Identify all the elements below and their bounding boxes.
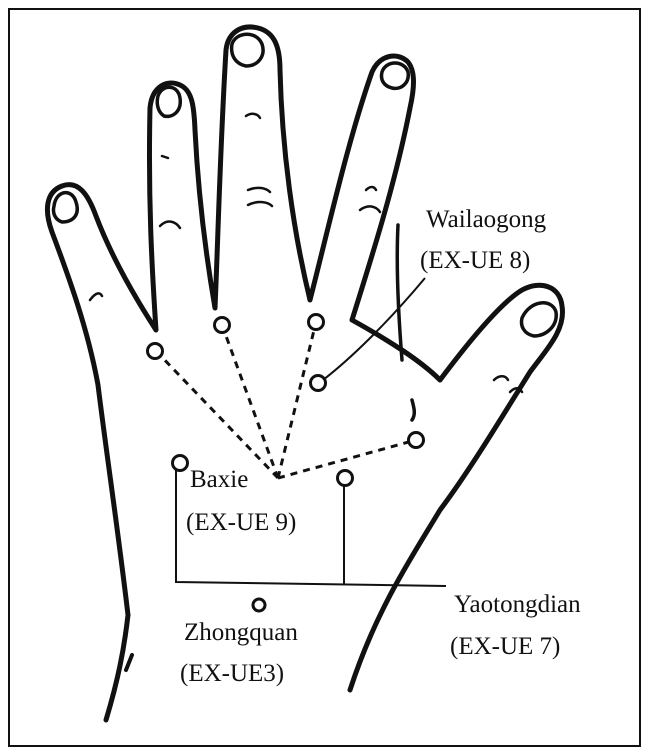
zhongquan-point [253,599,265,611]
wrist-stub [106,615,128,720]
baxie-point-2 [215,318,230,333]
baxie-code: (EX-UE 9) [186,508,296,538]
nail-ring [232,34,263,66]
wailaogong-point [311,376,326,391]
thumb-crease [412,400,414,420]
yaotongdian-point-1 [173,456,188,471]
nail-little [381,63,408,88]
baxie-point-1 [148,344,163,359]
nail-thumb [522,303,557,336]
baxie-point-4 [409,433,424,448]
baxie-point-3 [309,315,324,330]
zhongquan-name: Zhongquan [184,618,298,648]
nail-index [53,193,77,222]
yaotongdian-name: Yaotongdian [454,590,581,620]
baxie-dash-3 [278,322,316,478]
baxie-dash-2 [222,325,278,478]
yaotongdian-point-2 [338,471,353,486]
finger-line-1 [397,225,402,360]
wailaogong-name: Wailaogong [426,205,546,235]
hand-outline-thumb [350,285,563,690]
yaotongdian-code: (EX-UE 7) [450,632,560,662]
nail-middle [157,87,180,116]
zhongquan-code: (EX-UE3) [180,659,284,689]
wailaogong-code: (EX-UE 8) [420,246,530,276]
baxie-name: Baxie [190,465,248,495]
